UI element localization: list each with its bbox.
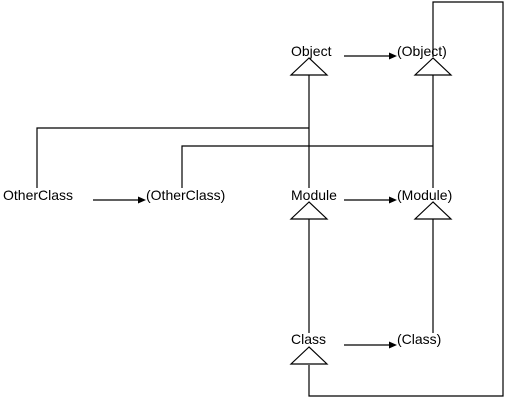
edge-object-meta-to-class-loop xyxy=(308,1,504,397)
node-otherclass: OtherClass xyxy=(3,187,73,203)
inheritance-triangle-class xyxy=(289,346,329,365)
node-class: Class xyxy=(291,331,326,347)
node-class-meta: (Class) xyxy=(397,331,441,347)
inheritance-triangle-module xyxy=(289,201,329,220)
edge-otherclass-to-object xyxy=(36,127,309,188)
node-module-meta: (Module) xyxy=(397,187,452,203)
inheritance-triangle-object xyxy=(289,57,329,76)
edge-otherclass-meta-to-object-meta xyxy=(181,145,433,188)
node-object: Object xyxy=(291,43,332,59)
arrow-module-to-module-meta xyxy=(344,196,397,204)
node-module: Module xyxy=(291,187,337,203)
arrow-object-to-object-meta xyxy=(344,52,397,60)
arrow-otherclass-to-otherclass-meta xyxy=(93,196,146,204)
node-object-meta: (Object) xyxy=(397,43,447,59)
inheritance-triangle-object-meta xyxy=(413,57,453,76)
arrow-class-to-class-meta xyxy=(344,341,397,349)
node-otherclass-meta: (OtherClass) xyxy=(146,187,225,203)
inheritance-triangle-module-meta xyxy=(413,201,453,220)
